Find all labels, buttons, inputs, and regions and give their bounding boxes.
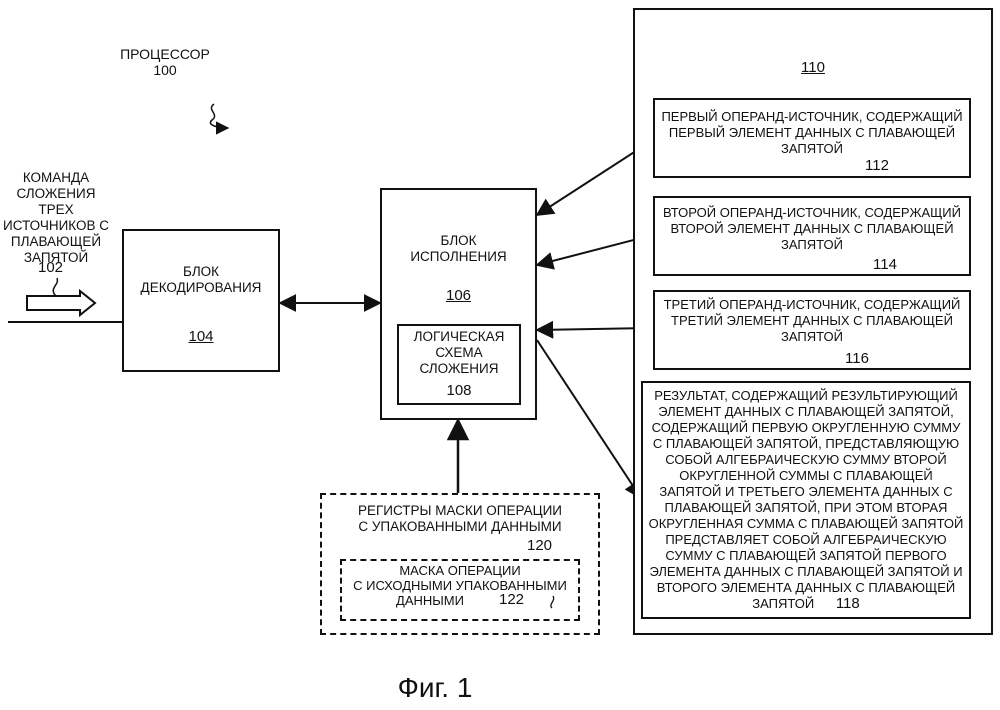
operand2-ref: 114: [873, 256, 897, 273]
result-line: СОДЕРЖАЩИЙ ПЕРВУЮ ОКРУГЛЕННУЮ СУММУ: [643, 420, 969, 436]
processor-squiggle: [210, 104, 228, 128]
instruction-ref-leader: [53, 278, 57, 296]
add-logic-box: ЛОГИЧЕСКАЯ СХЕМА СЛОЖЕНИЯ 108: [397, 324, 521, 405]
figure-caption: Фиг. 1: [380, 672, 490, 704]
source-mask-box: МАСКА ОПЕРАЦИИ С ИСХОДНЫМИ УПАКОВАННЫМИ …: [340, 559, 580, 621]
source-mask-line: С ИСХОДНЫМИ УПАКОВАННЫМИ: [342, 578, 578, 593]
execution-unit-box: БЛОК ИСПОЛНЕНИЯ 106 ЛОГИЧЕСКАЯ СХЕМА СЛО…: [380, 188, 537, 420]
add-logic-ref: 108: [399, 382, 519, 399]
result-ref: 118: [836, 595, 860, 612]
operand2-box: ВТОРОЙ ОПЕРАНД-ИСТОЧНИК, СОДЕРЖАЩИЙ ВТОР…: [653, 196, 971, 276]
result-line: ВТОРОГО ЭЛЕМЕНТА ДАННЫХ С ПЛАВАЮЩЕЙ: [643, 580, 969, 596]
result-line: ЗАПЯТОЙ И ТРЕТЬЕГО ЭЛЕМЕНТА ДАННЫХ С: [643, 484, 969, 500]
operand3-line: ТРЕТИЙ ЭЛЕМЕНТ ДАННЫХ С ПЛАВАЮЩЕЙ: [655, 313, 969, 329]
result-line: ОКРУГЛЕННАЯ СУММА С ПЛАВАЮЩЕЙ ЗАПЯТОЙ: [643, 516, 969, 532]
result-line: ЭЛЕМЕНТ ДАННЫХ С ПЛАВАЮЩЕЙ ЗАПЯТОЙ,: [643, 404, 969, 420]
add-logic-line: ЛОГИЧЕСКАЯ: [399, 329, 519, 345]
add-logic-line: СХЕМА: [399, 345, 519, 361]
operand1-label: ПЕРВЫЙ ОПЕРАНД-ИСТОЧНИК, СОДЕРЖАЩИЙ ПЕРВ…: [655, 109, 969, 157]
result-line: ПЛАВАЮЩЕЙ ЗАПЯТОЙ, ПРИ ЭТОМ ВТОРАЯ: [643, 500, 969, 516]
result-box: РЕЗУЛЬТАТ, СОДЕРЖАЩИЙ РЕЗУЛЬТИРУЮЩИЙ ЭЛЕ…: [641, 381, 971, 619]
result-line: ПРЕДСТАВЛЯЕТ СОБОЙ АЛГЕБРАИЧЕСКУЮ: [643, 532, 969, 548]
processor-label: ПРОЦЕССОР 100: [110, 46, 220, 78]
result-line: ЗАПЯТОЙ: [752, 596, 814, 611]
instruction-arrow: [27, 291, 95, 315]
operand3-line: ЗАПЯТОЙ: [655, 329, 969, 345]
result-line: РЕЗУЛЬТАТ, СОДЕРЖАЩИЙ РЕЗУЛЬТИРУЮЩИЙ: [643, 388, 969, 404]
instruction-line: КОМАНДА: [0, 170, 112, 186]
source-mask-label: МАСКА ОПЕРАЦИИ С ИСХОДНЫМИ УПАКОВАННЫМИ …: [342, 563, 578, 608]
source-mask-line: ДАННЫМИ: [342, 593, 578, 608]
processor-title: ПРОЦЕССОР: [110, 46, 220, 62]
operand1-ref: 112: [865, 157, 889, 174]
mask-registers-label: РЕГИСТРЫ МАСКИ ОПЕРАЦИИ С УПАКОВАННЫМИ Д…: [322, 503, 598, 535]
result-line: СОБОЙ АЛГЕБРАИЧЕСКУЮ СУММУ ВТОРОЙ: [643, 452, 969, 468]
result-line: СУММУ С ПЛАВАЮЩЕЙ ЗАПЯТОЙ ПЕРВОГО: [643, 548, 969, 564]
mask-registers-box: РЕГИСТРЫ МАСКИ ОПЕРАЦИИ С УПАКОВАННЫМИ Д…: [320, 493, 600, 635]
result-last-line-wrap: ЗАПЯТОЙ 118: [746, 596, 866, 612]
instruction-line: ПЛАВАЮЩЕЙ: [0, 234, 112, 250]
operand3-line: ТРЕТИЙ ОПЕРАНД-ИСТОЧНИК, СОДЕРЖАЩИЙ: [655, 297, 969, 313]
execution-unit-line: БЛОК: [382, 233, 535, 249]
instruction-ref: 102: [38, 259, 63, 276]
decode-unit-ref: 104: [124, 328, 278, 345]
add-logic-label: ЛОГИЧЕСКАЯ СХЕМА СЛОЖЕНИЯ: [399, 329, 519, 377]
decode-unit-label: БЛОК ДЕКОДИРОВАНИЯ: [124, 264, 278, 296]
mask-registers-line: РЕГИСТРЫ МАСКИ ОПЕРАЦИИ: [322, 503, 598, 519]
mask-registers-ref: 120: [527, 537, 552, 554]
operand1-line: ПЕРВЫЙ ЭЛЕМЕНТ ДАННЫХ С ПЛАВАЮЩЕЙ: [655, 125, 969, 141]
add-logic-line: СЛОЖЕНИЯ: [399, 361, 519, 377]
operand2-line: ВТОРОЙ ОПЕРАНД-ИСТОЧНИК, СОДЕРЖАЩИЙ: [655, 205, 969, 221]
operand1-line: ЗАПЯТОЙ: [655, 141, 969, 157]
instruction-line: ИСТОЧНИКОВ С: [0, 218, 112, 234]
instruction-label: КОМАНДА СЛОЖЕНИЯ ТРЕХ ИСТОЧНИКОВ С ПЛАВА…: [0, 170, 112, 266]
operand2-label: ВТОРОЙ ОПЕРАНД-ИСТОЧНИК, СОДЕРЖАЩИЙ ВТОР…: [655, 205, 969, 253]
operand2-line: ЗАПЯТОЙ: [655, 237, 969, 253]
operand1-box: ПЕРВЫЙ ОПЕРАНД-ИСТОЧНИК, СОДЕРЖАЩИЙ ПЕРВ…: [653, 98, 971, 178]
decode-unit-box: БЛОК ДЕКОДИРОВАНИЯ 104: [122, 229, 280, 372]
mask-registers-line: С УПАКОВАННЫМИ ДАННЫМИ: [322, 519, 598, 535]
execution-unit-ref: 106: [382, 287, 535, 304]
decode-unit-line: ДЕКОДИРОВАНИЯ: [124, 280, 278, 296]
result-line: С ПЛАВАЮЩЕЙ ЗАПЯТОЙ, ПРЕДСТАВЛЯЮЩУЮ: [643, 436, 969, 452]
decode-unit-line: БЛОК: [124, 264, 278, 280]
operand3-label: ТРЕТИЙ ОПЕРАНД-ИСТОЧНИК, СОДЕРЖАЩИЙ ТРЕТ…: [655, 297, 969, 345]
source-mask-ref: 122: [499, 591, 524, 608]
result-arrow: [537, 340, 641, 498]
execution-unit-line: ИСПОЛНЕНИЯ: [382, 249, 535, 265]
execution-unit-label: БЛОК ИСПОЛНЕНИЯ: [382, 233, 535, 265]
storage-ref: 110: [635, 59, 991, 76]
instruction-line: СЛОЖЕНИЯ ТРЕХ: [0, 186, 112, 218]
processor-ref: 100: [110, 62, 220, 78]
result-line: ЭЛЕМЕНТА ДАННЫХ С ПЛАВАЮЩЕЙ ЗАПЯТОЙ И: [643, 564, 969, 580]
result-label: РЕЗУЛЬТАТ, СОДЕРЖАЩИЙ РЕЗУЛЬТИРУЮЩИЙ ЭЛЕ…: [643, 388, 969, 612]
operand3-ref: 116: [845, 350, 869, 367]
source-mask-line: МАСКА ОПЕРАЦИИ: [342, 563, 578, 578]
result-line: ОКРУГЛЕННОЙ СУММЫ С ПЛАВАЮЩЕЙ: [643, 468, 969, 484]
operand3-box: ТРЕТИЙ ОПЕРАНД-ИСТОЧНИК, СОДЕРЖАЩИЙ ТРЕТ…: [653, 290, 971, 370]
operand1-line: ПЕРВЫЙ ОПЕРАНД-ИСТОЧНИК, СОДЕРЖАЩИЙ: [655, 109, 969, 125]
operand2-line: ВТОРОЙ ЭЛЕМЕНТ ДАННЫХ С ПЛАВАЮЩЕЙ: [655, 221, 969, 237]
